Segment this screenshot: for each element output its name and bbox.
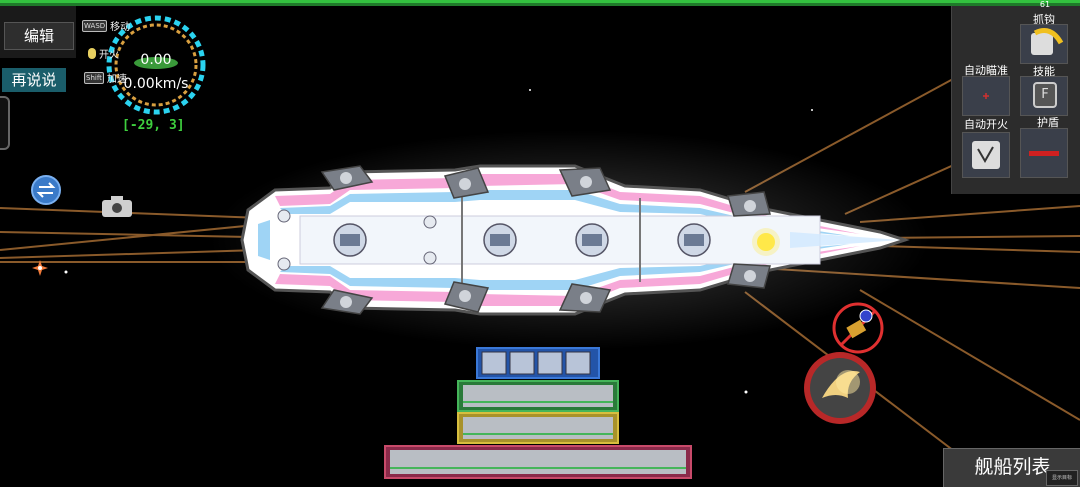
auto-aim-button[interactable] [962,76,1010,116]
speed-kms: 0.00km/s [123,76,189,92]
module-bar-yellow[interactable] [457,412,619,444]
skill-button[interactable]: F [1020,76,1068,116]
shift-key-icon: Shift [84,71,104,84]
health-bar [0,0,1080,6]
explosion-spark-icon [32,260,48,276]
swap-icon[interactable] [31,175,61,205]
grab-hook-icon [1031,28,1064,55]
key-hint-move: WASD 移动 [82,18,130,33]
auto-aim-label: 自动瞄准 [964,64,1008,77]
say-again-button[interactable]: 再说说 [2,68,66,92]
grab-counter: 61 [1039,0,1051,9]
shield-button[interactable] [1020,128,1068,178]
module-bar-blue[interactable] [476,347,600,379]
stars [64,89,813,394]
auto-fire-label: 自动开火 [964,118,1008,131]
player-ship[interactable] [240,164,910,316]
skill-label: 技能 [1033,65,1055,78]
auto-fire-button[interactable] [962,132,1010,178]
boost-bird-icon[interactable] [804,352,876,424]
grab-label: 抓钩 [1033,13,1055,26]
module-bar-green[interactable] [457,380,619,412]
key-hint-label: 移动 [110,22,131,33]
key-hint-boost: Shift 加速 [84,70,127,85]
grab-hook-button[interactable] [1020,24,1068,64]
fleet-list-button[interactable]: 舰船列表 [943,448,1080,487]
shield-bar-icon [1029,151,1059,156]
coordinates: [-29, 3] [122,118,185,133]
edit-button[interactable]: 编辑 [4,22,74,50]
auto-fire-icon [972,141,1000,169]
left-drawer-tab[interactable] [0,96,10,150]
key-hint-label: 开火 [99,50,119,61]
key-hint-label: 加速 [106,74,127,85]
speed-value: 0.00 [140,52,172,68]
skill-f-icon: F [1033,82,1057,108]
health-bar-fill [0,0,1080,3]
auto-aim-crosshair-icon [983,93,989,99]
camera-icon[interactable] [102,196,132,217]
speed-gauge [106,15,206,115]
enemy-target-icon[interactable] [832,302,884,354]
module-bar-red[interactable] [384,445,692,479]
shield-label: 护盾 [1037,116,1059,129]
key-hint-fire: 开火 [88,46,119,61]
mouse-icon [88,48,96,59]
wasd-key-icon: WASD [82,19,108,32]
show-target-button[interactable]: 显示目标 [1046,470,1078,486]
